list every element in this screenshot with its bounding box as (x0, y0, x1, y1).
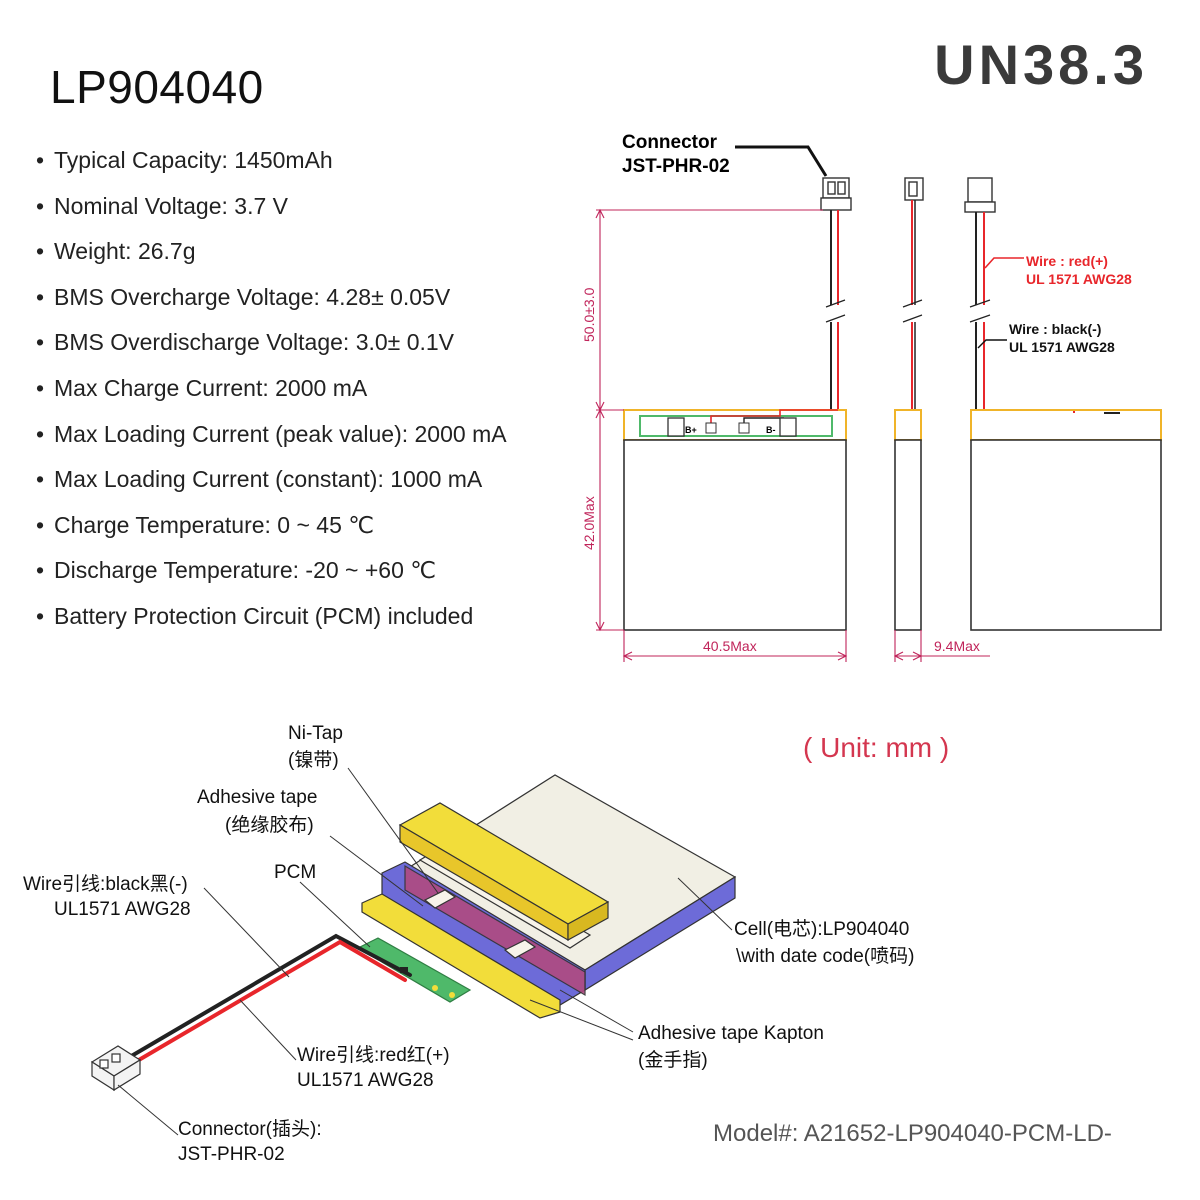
spec-item: •Charge Temperature: 0 ~ 45 ℃ (36, 511, 375, 538)
dimension-lines (595, 208, 990, 662)
spec-item: •Discharge Temperature: -20 ~ +60 ℃ (36, 557, 437, 584)
spec-item: •Typical Capacity: 1450mAh (36, 147, 333, 173)
unit-note: ( Unit: mm ) (803, 732, 950, 763)
exploded-wires (126, 933, 412, 1066)
wire-red-label: Wire : red(+) (1026, 253, 1108, 269)
pcm-label: PCM (274, 862, 316, 883)
adhesive-tape-label: Adhesive tape (197, 787, 317, 808)
spec-text: Typical Capacity: 1450mAh (54, 147, 333, 173)
spec-text: Discharge Temperature: -20 ~ +60 ℃ (54, 557, 437, 584)
connector-model-label: JST-PHR-02 (622, 156, 730, 177)
pcm-bminus-label: B- (766, 425, 776, 435)
dim-lead-length: 50.0±3.0 (581, 287, 597, 342)
ni-tap-cn-label: (镍带) (288, 749, 339, 771)
wire-red-label-cn: Wire引线:red红(+) (297, 1044, 450, 1066)
exploded-leader-lines (117, 767, 733, 1136)
wire-red-spec: UL 1571 AWG28 (1026, 271, 1132, 287)
connector-back-icon (964, 177, 996, 213)
cell-date-code-label: \with date code(喷码) (736, 945, 914, 967)
battery-back-view (970, 409, 1162, 631)
spec-item: •Battery Protection Circuit (PCM) includ… (36, 602, 474, 629)
wire-red-spec-cn: UL1571 AWG28 (297, 1070, 434, 1091)
dim-width: 40.5Max (703, 638, 757, 654)
spec-text: BMS Overcharge Voltage: 4.28± 0.05V (54, 283, 451, 310)
wire-black-label-cn: Wire引线:black黑(-) (23, 873, 188, 895)
dim-height: 42.0Max (581, 496, 597, 550)
spec-text: BMS Overdischarge Voltage: 3.0± 0.1V (54, 329, 455, 356)
spec-text: Battery Protection Circuit (PCM) include… (54, 602, 474, 629)
spec-item: •Max Charge Current: 2000 mA (36, 374, 368, 401)
wire-black-spec: UL 1571 AWG28 (1009, 339, 1115, 355)
front-wires (825, 210, 846, 410)
spec-item: •Max Loading Current (peak value): 2000 … (36, 420, 507, 447)
battery-front-view: B+ B- (623, 409, 847, 631)
spec-list: •Typical Capacity: 1450mAh •Nominal Volt… (36, 142, 507, 644)
connector-side-icon (904, 177, 924, 201)
cell-label: Cell(电芯):LP904040 (734, 918, 909, 940)
technical-drawing: Connector JST-PHR-02 Wi (581, 132, 1162, 662)
spec-item: •BMS Overdischarge Voltage: 3.0± 0.1V (36, 329, 455, 356)
product-title: LP904040 (50, 61, 264, 113)
adhesive-tape-cn-label: (绝缘胶布) (225, 814, 314, 836)
battery-side-view (894, 409, 922, 631)
connector-front-icon (820, 177, 852, 211)
spec-text: Max Loading Current (peak value): 2000 m… (54, 420, 507, 447)
spec-text: Nominal Voltage: 3.7 V (54, 192, 288, 219)
un38-badge: UN38.3 (934, 33, 1148, 96)
spec-text: Max Loading Current (constant): 1000 mA (54, 466, 483, 493)
dim-thickness: 9.4Max (934, 638, 980, 654)
spec-item: •Nominal Voltage: 3.7 V (36, 192, 288, 219)
spec-text: Weight: 26.7g (54, 238, 196, 265)
model-number: Model#: A21652-LP904040-PCM-LD- (713, 1120, 1112, 1147)
cell-body (361, 774, 737, 1019)
spec-item: •BMS Overcharge Voltage: 4.28± 0.05V (36, 283, 451, 310)
spec-item: •Weight: 26.7g (36, 238, 196, 265)
wire-red-leader (984, 257, 1024, 269)
connector-leader-line (735, 145, 828, 177)
spec-text: Charge Temperature: 0 ~ 45 ℃ (54, 511, 375, 538)
exploded-connector-icon (90, 1045, 142, 1092)
spec-item: •Max Loading Current (constant): 1000 mA (36, 466, 483, 493)
connector-cn-model: JST-PHR-02 (178, 1144, 285, 1165)
side-wires (902, 200, 923, 410)
wire-black-label: Wire : black(-) (1009, 321, 1101, 337)
ni-tap-label: Ni-Tap (288, 723, 343, 744)
kapton-label: Adhesive tape Kapton (638, 1023, 824, 1044)
spec-text: Max Charge Current: 2000 mA (54, 374, 368, 401)
connector-label: Connector (622, 132, 718, 153)
wire-black-spec-cn: UL1571 AWG28 (54, 899, 191, 920)
connector-cn-label: Connector(插头): (178, 1118, 322, 1140)
wire-black-leader (977, 339, 1007, 349)
kapton-cn-label: (金手指) (638, 1049, 708, 1071)
pcm-bplus-label: B+ (685, 425, 697, 435)
